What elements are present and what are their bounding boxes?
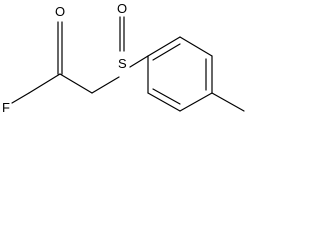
bond-f-ch2 — [11, 92, 30, 104]
ring-bond-1 — [147, 36, 181, 57]
bond-ring-methyl — [211, 92, 245, 112]
bond-ch2-sulfur — [91, 76, 120, 94]
ring-inner-bond-3 — [152, 88, 181, 105]
bond-ch2f-carbonyl — [28, 73, 61, 94]
atom-fluorine: F — [2, 100, 10, 115]
ring-inner-bond-1 — [152, 43, 181, 61]
ring-bond-5 — [147, 92, 181, 112]
bond-sulfur-ring — [129, 55, 149, 68]
bond-carbonyl-ch2 — [59, 73, 93, 94]
ring-bond-2 — [179, 36, 213, 57]
atom-carbonyl-oxygen: O — [55, 4, 65, 19]
structural-formula: F O S O — [2, 1, 245, 115]
atom-sulfur: S — [118, 56, 127, 71]
ring-bond-4 — [179, 92, 213, 112]
atom-sulfinyl-oxygen: O — [117, 1, 127, 16]
